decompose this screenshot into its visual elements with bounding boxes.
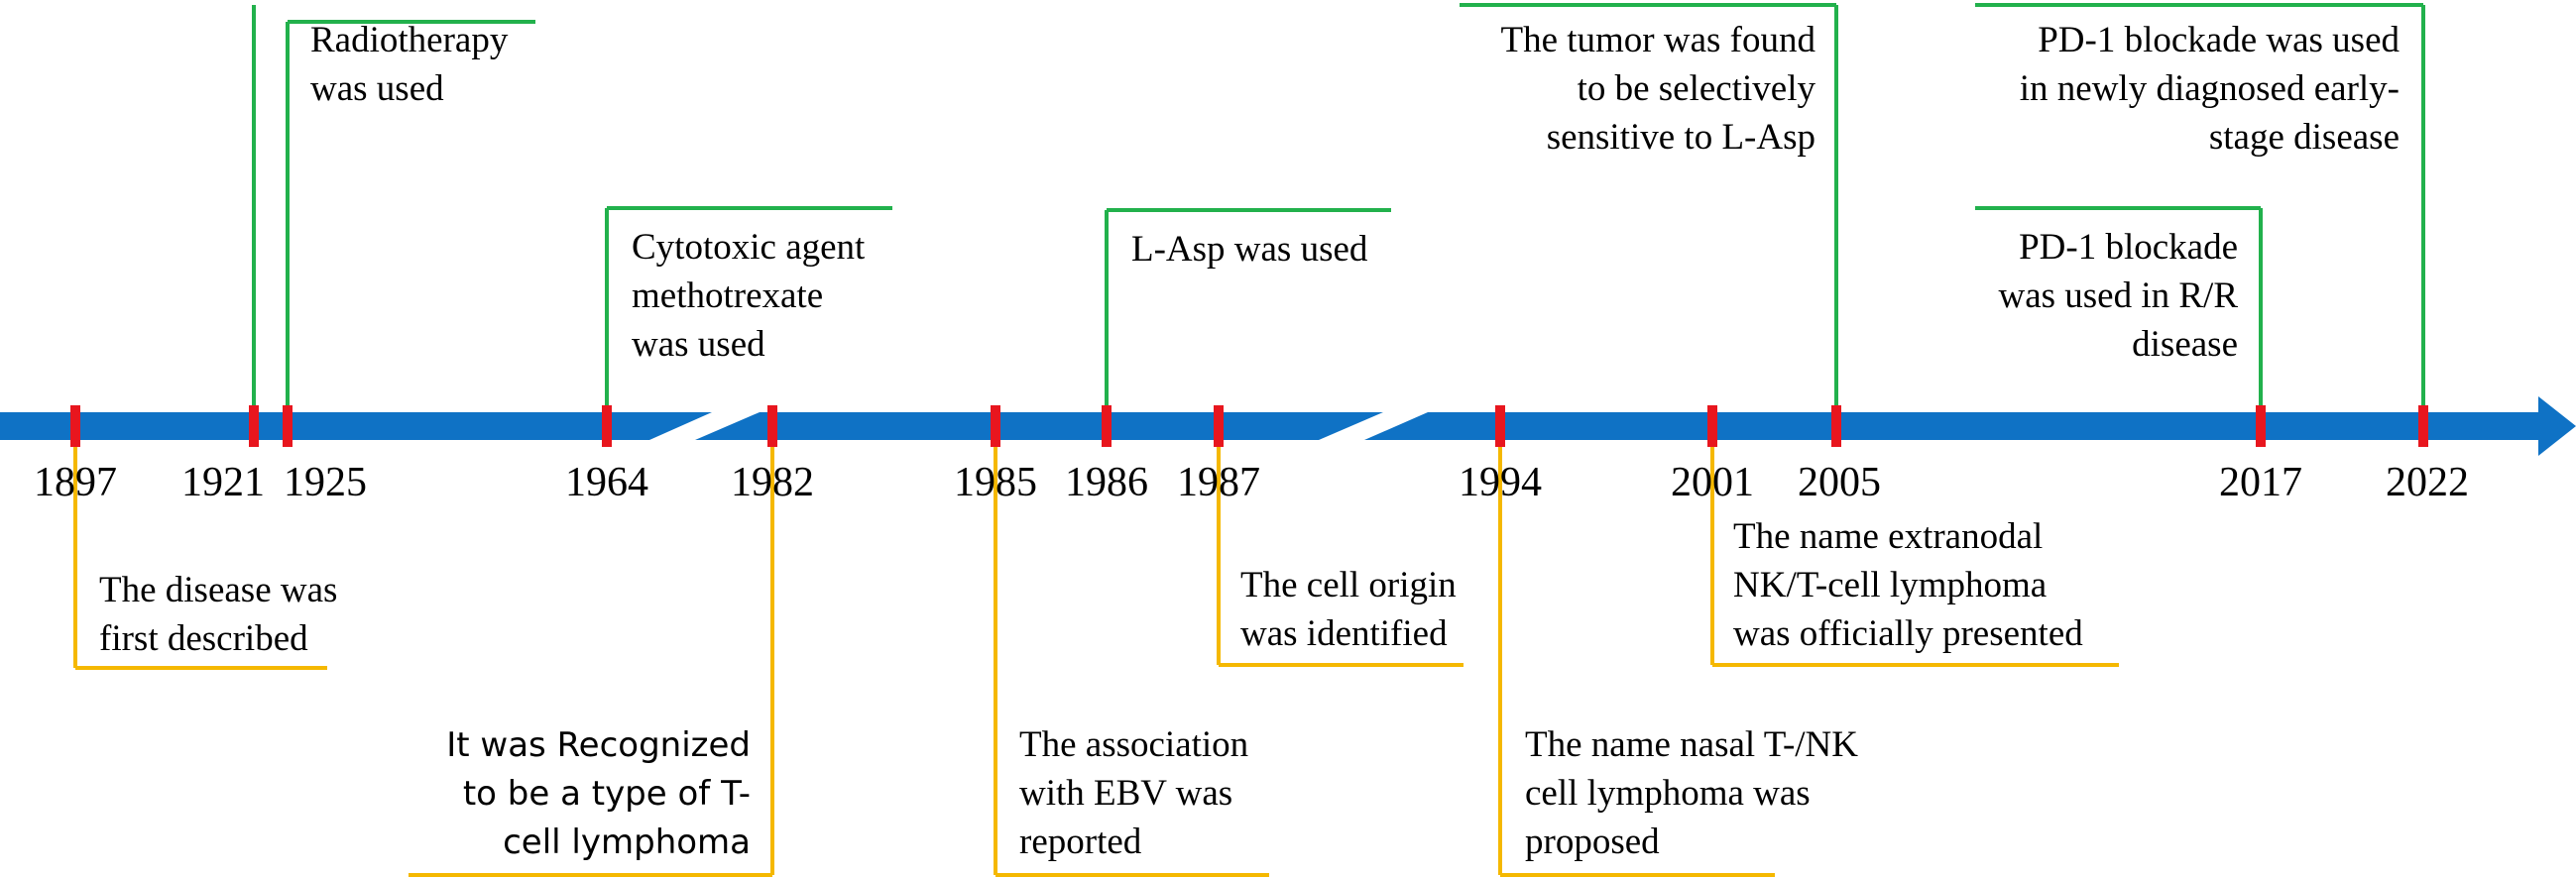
year-tick [602, 405, 612, 447]
year-tick [1495, 405, 1505, 447]
event-text-line: It was Recognized [446, 725, 751, 765]
event-text-line: Cytotoxic agent [632, 227, 866, 268]
event-text-line: The cell origin [1240, 565, 1457, 605]
event-below: The association with EBV was reported [994, 426, 1269, 877]
year-label: 1925 [284, 460, 367, 505]
timeline-axis [0, 396, 2576, 456]
axis-segment [695, 412, 1383, 440]
event-text-line: The disease was [99, 570, 337, 610]
event-text: The disease was first described [99, 570, 337, 659]
year-label: 2005 [1798, 460, 1881, 505]
event-text-line: cell lymphoma was [1525, 773, 1811, 814]
event-text: Cytotoxic agent methotrexate was used [632, 227, 866, 365]
event-text-line: cell lymphoma [503, 823, 751, 862]
event-text: Radiotherapy was used [310, 20, 509, 109]
event-text-line: L-Asp was used [1131, 229, 1368, 270]
event-above: The tumor was found to be selectively sens… [1460, 3, 1838, 426]
year-tick [283, 405, 293, 447]
axis-arrowhead [2538, 396, 2576, 456]
year-label: 1987 [1177, 460, 1260, 505]
event-text-line: was used [310, 68, 444, 109]
year-tick [1102, 405, 1112, 447]
year-label: 1897 [34, 460, 117, 505]
year-label: 1985 [954, 460, 1037, 505]
year-label: 2017 [2219, 460, 2302, 505]
event-text-line: NK/T-cell lymphoma [1733, 565, 2047, 605]
year-label: 1982 [731, 460, 814, 505]
axis-segment [1364, 412, 2538, 440]
event-text: PD-1 blockade was used in R/R disease [1998, 227, 2238, 365]
event-text-line: PD-1 blockade was used [2038, 20, 2400, 60]
event-below: The cell origin was identified [1217, 426, 1464, 667]
event-above: PD-1 blockade was used in R/R disease [1975, 206, 2263, 426]
event-text: L-Asp was used [1131, 229, 1368, 270]
event-text: The association with EBV was reported [1019, 724, 1248, 862]
event-above: Cytotoxic agent methotrexate was used [605, 206, 892, 426]
event-text-line: disease [2132, 324, 2238, 365]
year-tick [991, 405, 1000, 447]
event-text-line: with EBV was [1019, 773, 1232, 814]
event-text-line: proposed [1525, 822, 1660, 862]
event-text-line: reported [1019, 822, 1142, 862]
year-label: 2022 [2386, 460, 2469, 505]
year-label: 2001 [1671, 460, 1754, 505]
event-text-line: methotrexate [632, 275, 823, 316]
event-text-line: in newly diagnosed early- [2020, 68, 2400, 109]
year-label: 1921 [181, 460, 265, 505]
event-text-line: Radiotherapy [310, 20, 509, 60]
year-label: 1994 [1459, 460, 1542, 505]
event-below: It was Recognized to be a type of T-cell … [409, 426, 774, 877]
event-text-line: sensitive to L-Asp [1547, 117, 1815, 158]
event-text: The cell origin was identified [1240, 565, 1457, 654]
year-tick [249, 405, 259, 447]
event-text: The name nasal T-/NK cell lymphoma was pro… [1525, 724, 1858, 862]
event-above: Radiotherapy was used [252, 5, 535, 426]
event-text-line: to be selectively [1578, 68, 1816, 109]
year-label: 1964 [565, 460, 648, 505]
event-text: The tumor was found to be selectively sens… [1500, 20, 1815, 158]
event-text-line: to be a type of T- [463, 774, 751, 814]
event-text-line: was used in R/R [1998, 275, 2238, 316]
event-text: PD-1 blockade was used in newly diagnosed… [2020, 20, 2400, 158]
year-tick [2418, 405, 2428, 447]
event-text-line: was officially presented [1733, 613, 2083, 654]
year-tick [1214, 405, 1224, 447]
event-above: L-Asp was used [1105, 208, 1391, 426]
event-text-line: The association [1019, 724, 1248, 765]
event-text-line: stage disease [2209, 117, 2400, 158]
event-text-line: The name nasal T-/NK [1525, 724, 1858, 765]
year-tick [1831, 405, 1841, 447]
year-label: 1986 [1065, 460, 1148, 505]
event-text-line: was used [632, 324, 765, 365]
year-tick [70, 405, 80, 447]
year-tick [767, 405, 777, 447]
year-tick [1707, 405, 1717, 447]
event-below: The name nasal T-/NK cell lymphoma was pro… [1498, 426, 1858, 877]
axis-segment [0, 412, 712, 440]
event-text-line: was identified [1240, 613, 1448, 654]
event-text: It was Recognized to be a type of T-cell … [446, 725, 751, 862]
event-text-line: PD-1 blockade [2019, 227, 2238, 268]
event-text-line: first described [99, 618, 308, 659]
year-tick [2256, 405, 2266, 447]
event-above: PD-1 blockade was used in newly diagnosed… [1975, 3, 2425, 426]
event-below: The disease was first described [73, 426, 337, 670]
event-text-line: The name extranodal [1733, 516, 2043, 557]
event-text-line: The tumor was found [1500, 20, 1815, 60]
